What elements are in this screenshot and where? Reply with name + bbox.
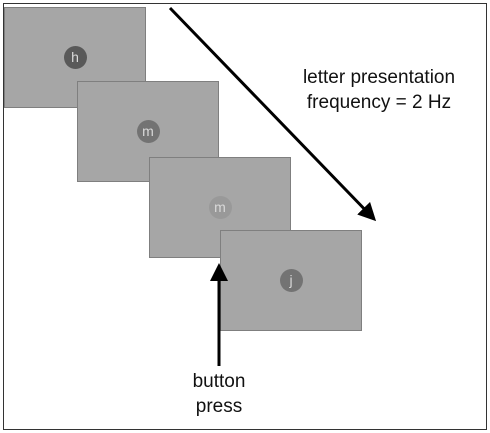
letter-4: j — [289, 272, 293, 288]
letter-dot-2: m — [136, 120, 160, 143]
button-press-label: button press — [164, 369, 274, 419]
button-press-label-line-2: press — [195, 396, 243, 417]
diagram-frame: h m m j letter presentation frequency = … — [3, 3, 487, 430]
arrows-layer — [168, 6, 377, 366]
stimulus-screen-1: h — [4, 7, 146, 108]
frequency-label-line-1: letter presentation — [302, 67, 456, 88]
frequency-label: letter presentation frequency = 2 Hz — [279, 65, 479, 115]
time-arrow — [168, 6, 377, 222]
letter-dot-3: m — [208, 196, 232, 219]
letter-dot-4: j — [279, 269, 303, 292]
letter-3: m — [214, 199, 226, 215]
button-press-label-line-1: button — [192, 371, 246, 392]
frequency-label-line-2: frequency = 2 Hz — [306, 92, 452, 113]
letter-1: h — [71, 49, 79, 65]
stimulus-screen-4: j — [220, 230, 362, 331]
letter-2: m — [142, 123, 154, 139]
letter-dot-1: h — [63, 46, 87, 69]
